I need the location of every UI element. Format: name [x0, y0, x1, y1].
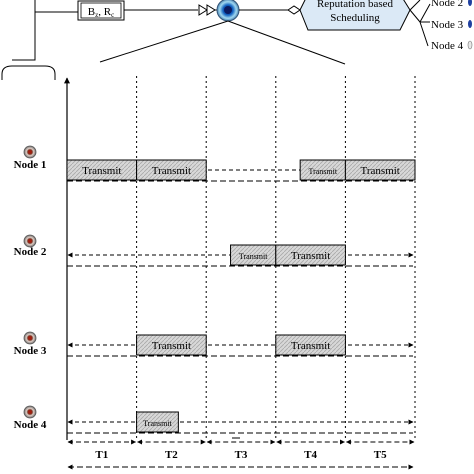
transmit-block-label: Transmit: [82, 165, 121, 177]
buffer-triangle-1: [198, 4, 208, 16]
transmit-block-label: Transmit: [361, 165, 400, 177]
node-icon-core: [28, 336, 32, 340]
scheduler-label-line2: Scheduling: [330, 12, 380, 24]
transmit-block: Transmit: [299, 159, 346, 181]
transmit-block: Transmit: [136, 411, 179, 433]
transmit-block-label: Transmit: [152, 165, 191, 177]
legend-node-4-icon: [467, 40, 473, 50]
time-slot-label: T1: [95, 449, 108, 461]
hub-to-bottom-left-line: [99, 20, 229, 63]
time-slot-label: T5: [374, 449, 387, 461]
time-slot-label: T4: [304, 449, 317, 461]
transmit-block: Transmit: [66, 159, 138, 181]
node-icon-core: [28, 410, 32, 414]
transmit-block-rect: [275, 334, 346, 356]
node-label: Node 1: [14, 159, 47, 171]
transmit-block: Transmit: [275, 244, 346, 266]
transmit-block: Transmit: [136, 159, 207, 181]
node-label: Node 2: [14, 246, 47, 258]
time-slot-label: T3: [235, 449, 248, 461]
transmit-block: Transmit: [136, 334, 207, 356]
scheduler-label-line1: Reputation based: [317, 0, 394, 10]
transmit-block-label: Transmit: [291, 250, 330, 262]
scheduler-fanout-lines: [409, 0, 431, 47]
legend-node-2-icon: [468, 0, 472, 6]
transmit-block-rect: [344, 159, 416, 181]
transmit-block-label: Transmit: [143, 419, 172, 428]
legend-node-4-label: Node 4: [431, 40, 464, 52]
header-block: Bz, Rc Reputation based Scheduling Node …: [12, 0, 473, 65]
node-icon-core: [28, 239, 32, 243]
legend-node-3-label: Node 3: [431, 19, 464, 31]
transmit-block-label: Transmit: [239, 252, 268, 261]
transmit-block-rect: [136, 159, 207, 181]
node-icon-core: [28, 150, 32, 154]
legend-node-3-icon: [468, 20, 472, 28]
node-label: Node 3: [14, 345, 47, 357]
transmit-block-rect: [136, 411, 179, 433]
time-axis: T1 T2 T3 T4 T5: [67, 437, 415, 470]
hub-node-core: [224, 6, 232, 14]
top-connector-line: [12, 0, 36, 61]
transmit-block-label: Transmit: [291, 340, 330, 352]
transmit-block: Transmit: [230, 244, 277, 266]
transmit-block-rect: [275, 244, 346, 266]
hub-to-bottom-right-line: [227, 20, 346, 65]
transmit-block-label: Transmit: [152, 340, 191, 352]
buffer-triangle-2: [206, 4, 216, 16]
source-bracket: [1, 65, 56, 80]
bz-rc-box-inner: [80, 2, 122, 19]
time-slot-label: T2: [165, 449, 178, 461]
transmit-block-label: Transmit: [308, 167, 337, 176]
transmit-block: Transmit: [275, 334, 346, 356]
scheduler-diamond: [287, 5, 301, 15]
node-label: Node 4: [14, 419, 47, 431]
time-grid: [1, 65, 416, 440]
bz-rc-label: Bz, Rc: [88, 6, 114, 19]
transmit-block: Transmit: [344, 159, 416, 181]
legend-node-2-label: Node 2: [431, 0, 463, 9]
transmit-block-rect: [136, 334, 207, 356]
